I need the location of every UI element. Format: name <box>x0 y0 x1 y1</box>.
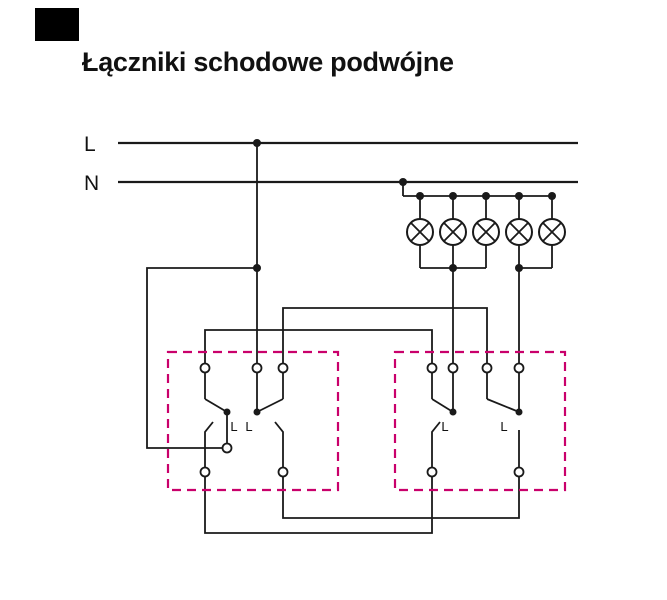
switch-pivot <box>253 408 261 416</box>
traveler-bottom-wires <box>204 476 520 534</box>
traveler-wire-2 <box>282 307 488 364</box>
terminal <box>481 362 493 374</box>
lamp-return-wires <box>420 264 552 364</box>
traveler-wire-1 <box>204 329 433 364</box>
power-rails: L N <box>84 133 578 195</box>
switch-common-label: L <box>230 419 237 434</box>
switch-blade <box>256 398 284 413</box>
terminal <box>277 466 289 478</box>
neutral-rail-label: N <box>84 172 99 195</box>
right-switch-box-outline <box>393 350 567 492</box>
left-switch-box: L L <box>166 350 340 492</box>
terminal <box>221 442 233 454</box>
traveler-top-wires <box>204 307 488 364</box>
switch-blade <box>431 398 454 413</box>
live-branch-wire <box>146 267 257 449</box>
terminal <box>426 362 438 374</box>
switch-pivot <box>515 408 523 416</box>
switch-common-label: L <box>441 419 448 434</box>
live-rail-label: L <box>84 133 96 156</box>
lamp-icon <box>505 196 533 268</box>
switch-contact-wire <box>274 421 284 468</box>
lamp-row <box>406 196 566 268</box>
terminal <box>426 466 438 478</box>
switch-common-label: L <box>245 419 252 434</box>
terminal <box>447 362 459 374</box>
switch-contact-wire <box>431 421 441 468</box>
junction-dot <box>253 264 261 272</box>
lamp-icon <box>472 196 500 268</box>
lamp-icon <box>538 196 566 268</box>
terminal <box>513 466 525 478</box>
terminal <box>199 466 211 478</box>
right-switch-box: L L <box>393 350 567 492</box>
switch-pivot <box>449 408 457 416</box>
left-switch-box-outline <box>166 350 340 492</box>
lamp-icon <box>439 196 467 268</box>
terminal <box>513 362 525 374</box>
bottom-crossover-wire-1 <box>204 476 433 534</box>
terminal <box>251 362 263 374</box>
bottom-crossover-wire-2 <box>282 476 520 519</box>
switch-blade <box>486 398 520 413</box>
junction-dot <box>449 264 457 272</box>
lamp-icon <box>406 196 434 268</box>
corner-mark <box>35 8 79 41</box>
switch-blade <box>204 398 228 413</box>
junction-dot <box>399 178 407 186</box>
terminal <box>199 362 211 374</box>
switch-common-label: L <box>500 419 507 434</box>
switch-contact-wire <box>204 421 214 468</box>
switch-pivot <box>223 408 231 416</box>
live-feed-wires <box>146 139 261 449</box>
terminal <box>277 362 289 374</box>
page-title: Łączniki schodowe podwójne <box>82 47 454 77</box>
junction-dot <box>515 264 523 272</box>
junction-dot <box>253 139 261 147</box>
